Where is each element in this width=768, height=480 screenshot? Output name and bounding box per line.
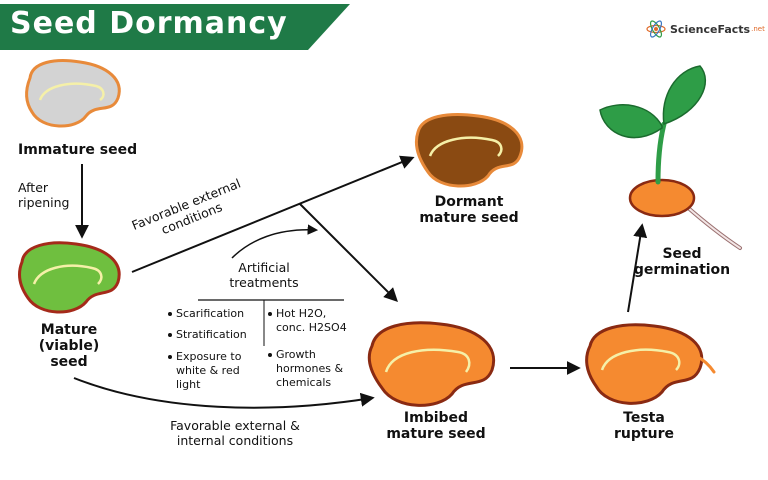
title-banner <box>0 4 350 50</box>
brand-name: ScienceFacts <box>670 22 751 36</box>
viable-seed-label: Mature (viable) seed <box>24 322 114 370</box>
artificial-treatments-line-2: treatments <box>229 275 299 290</box>
artificial-treatments-line-1: Artificial <box>238 260 290 275</box>
brand-suffix: .net <box>751 25 765 33</box>
after-ripening-label: After ripening <box>18 180 88 210</box>
testa-rupture-label: Testa rupture <box>604 410 684 442</box>
imbibed-seed-label: Imbibed mature seed <box>376 410 496 442</box>
brand-logo: ScienceFacts .net <box>646 18 766 40</box>
dormant-seed-label-line-2: mature seed <box>419 210 519 226</box>
seedling-icon <box>599 65 742 250</box>
testa-rupture-seed-icon <box>585 323 716 405</box>
viable-seed-label-line-1: Mature <box>40 322 98 338</box>
favorable-external-internal-label: Favorable external & internal conditions <box>150 418 320 448</box>
treatment-stratification: Stratification <box>168 328 247 341</box>
imbibed-seed-icon <box>367 321 496 407</box>
favorable-external-internal-line-1: Favorable external & <box>170 418 300 433</box>
dormant-seed-label: Dormant mature seed <box>414 194 524 226</box>
immature-seed-label: Immature seed <box>18 142 138 158</box>
germination-label-line-1: Seed <box>662 246 702 262</box>
dormant-seed-icon <box>414 113 524 188</box>
arrow-viable-to-imbibed <box>73 377 375 409</box>
imbibed-seed-label-line-2: mature seed <box>386 426 486 442</box>
artificial-treatments-heading: Artificial treatments <box>214 260 314 290</box>
page-title: Seed Dormancy <box>10 6 288 41</box>
after-ripening-line-2: ripening <box>18 195 70 210</box>
viable-seed-icon <box>18 241 121 314</box>
testa-rupture-label-line-2: rupture <box>614 426 674 442</box>
dormant-seed-label-line-1: Dormant <box>434 194 504 210</box>
germination-label-line-2: germination <box>633 262 731 278</box>
viable-seed-label-line-3: seed <box>50 354 88 370</box>
arrow-dormant-to-imbibed <box>299 203 398 302</box>
arrow-testa-to-germination <box>627 223 648 313</box>
treatment-scarification: Scarification <box>167 307 245 320</box>
immature-seed-icon <box>25 59 121 128</box>
treatment-hot-water-acid: Hot H2O, conc. H2SO4 <box>268 307 358 335</box>
after-ripening-line-1: After <box>18 180 49 195</box>
treatment-growth-hormones: Growth hormones & chemicals <box>268 348 358 390</box>
viable-seed-label-line-2: (viable) <box>38 338 100 354</box>
arrow-artificial-treatments <box>231 224 319 259</box>
arrow-to-dormant <box>131 155 415 273</box>
germination-label: Seed germination <box>626 246 738 278</box>
favorable-external-internal-line-2: internal conditions <box>176 433 294 448</box>
imbibed-seed-label-line-1: Imbibed <box>403 410 469 426</box>
favorable-external-label: Favorable external conditions <box>129 176 242 238</box>
treatment-light-exposure: Exposure to white & red light <box>168 350 256 392</box>
atom-logo-icon <box>646 20 666 38</box>
testa-rupture-label-line-1: Testa <box>623 410 665 426</box>
